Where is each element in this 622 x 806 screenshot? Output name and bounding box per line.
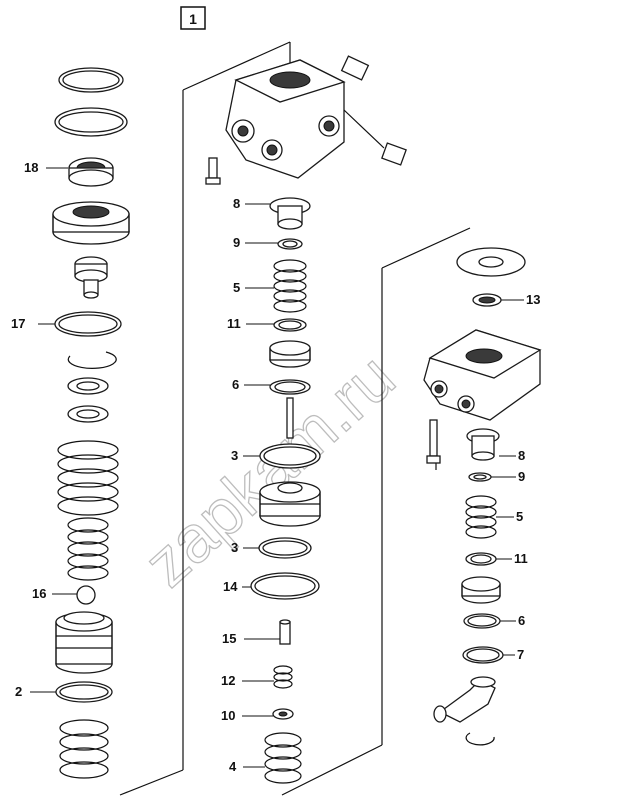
callout-center-5: 6	[232, 377, 239, 392]
callout-center-11: 10	[221, 708, 235, 723]
seal-18	[68, 157, 114, 187]
callout-left-3: 16	[32, 586, 46, 601]
callout-center-2: 9	[233, 235, 240, 250]
right-parts-stack	[423, 247, 542, 746]
callout-center-7: 3	[231, 540, 238, 555]
callout-right-1: 13	[526, 292, 540, 307]
spring-bottom	[59, 719, 109, 779]
callout-right-6: 6	[518, 613, 525, 628]
watermark-text: zapkam.ru	[130, 339, 408, 600]
callout-center-9: 15	[222, 631, 236, 646]
spring-12	[273, 665, 293, 689]
callout-left-1: 18	[24, 160, 38, 175]
spring-large	[57, 440, 119, 516]
callout-right-7: 7	[517, 647, 524, 662]
callout-center-12: 4	[229, 759, 237, 774]
spring-seat	[269, 340, 311, 368]
elbow-fitting	[433, 676, 496, 723]
spring-5	[273, 259, 307, 313]
circlip	[67, 351, 117, 369]
relay-piston	[259, 481, 321, 527]
callout-center-4: 11	[227, 316, 241, 331]
valve-stem	[74, 256, 108, 299]
callout-right-2: 8	[518, 448, 525, 463]
spring-seat-right	[461, 576, 501, 604]
piston	[55, 611, 113, 674]
valve-housing	[205, 55, 407, 185]
callout-left-4: 2	[15, 684, 22, 699]
center-assembly-frame	[119, 41, 291, 796]
callout-center-3: 5	[233, 280, 240, 295]
circlip-right	[465, 732, 495, 746]
callout-left-2: 17	[11, 316, 25, 331]
diagram-number: 1	[189, 11, 197, 27]
ball-16	[76, 585, 96, 605]
seal-8-right	[466, 428, 500, 461]
valve-rod	[286, 397, 294, 439]
seal-8	[269, 197, 311, 230]
center-parts-stack	[205, 55, 407, 784]
callout-center-8: 14	[223, 579, 238, 594]
spring-small	[67, 517, 109, 581]
callout-center-6: 3	[231, 448, 238, 463]
spring-4	[264, 732, 302, 784]
spring-5-right	[465, 495, 497, 539]
check-valve-15	[279, 619, 291, 645]
callouts-center: 8 9 5 11 6 3 3 14 15 12 10 4	[221, 196, 280, 774]
callout-right-5: 11	[514, 551, 528, 566]
callout-center-1: 8	[233, 196, 240, 211]
piston-cover	[52, 201, 130, 245]
callout-center-10: 12	[221, 673, 235, 688]
callout-right-3: 9	[518, 469, 525, 484]
diagram-number-box: 1	[180, 6, 206, 30]
callout-right-4: 5	[516, 509, 523, 524]
left-parts-stack	[52, 67, 130, 779]
callouts-left: 18 17 16 2	[11, 160, 77, 699]
relay-valve-housing	[423, 329, 542, 464]
callouts-right: 13 8 9 5 11 6 7	[491, 292, 540, 662]
